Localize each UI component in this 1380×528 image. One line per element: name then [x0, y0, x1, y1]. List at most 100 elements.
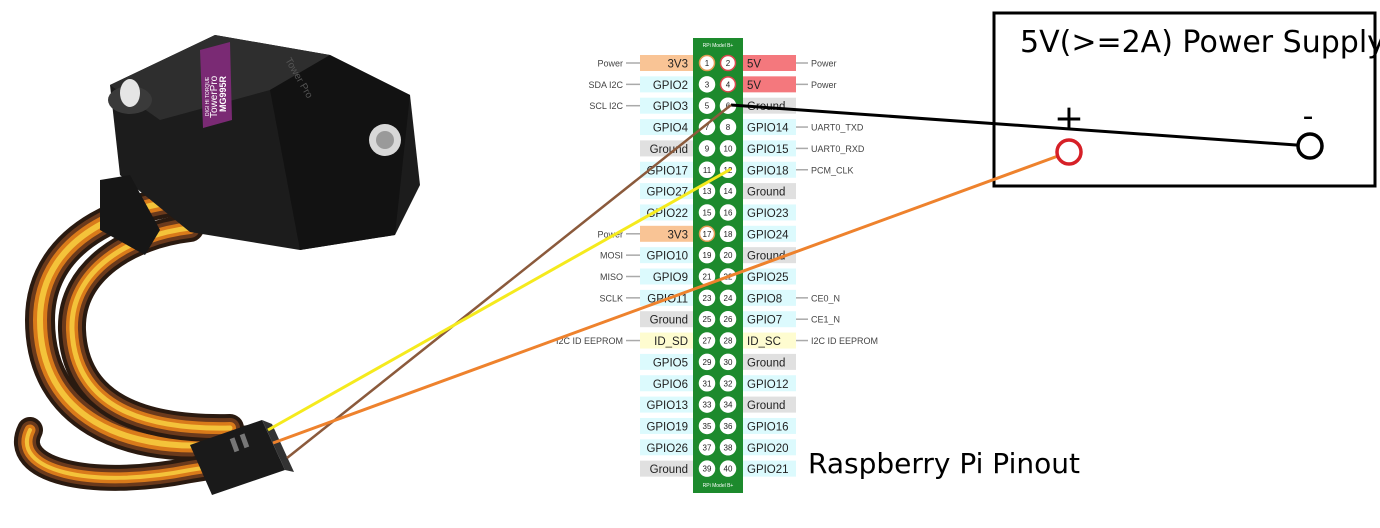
pin-label-right: GPIO25 — [747, 272, 789, 284]
pin-circle — [698, 310, 716, 328]
pin-circle — [719, 246, 737, 264]
pin-label-box-right — [743, 332, 796, 349]
pin-annotation-left: Power — [597, 229, 623, 239]
pin-label-box-right — [743, 396, 796, 413]
pin-label-box-left — [640, 247, 693, 264]
pin-number: 7 — [705, 123, 710, 132]
wires — [267, 103, 1311, 459]
pin-circle — [698, 332, 716, 349]
servo-motor: TowerPro MG995R DIGI HI TORQUE Tower Pro — [14, 35, 420, 495]
pin-circle — [698, 118, 716, 136]
pin-number: 26 — [724, 315, 733, 324]
pin-number: 31 — [703, 379, 712, 388]
pin-label-right: GPIO12 — [747, 379, 789, 391]
pin-circle — [698, 76, 716, 93]
pin-label-left: ID_SD — [654, 336, 688, 348]
pin-label-box-left — [640, 460, 693, 477]
pin-number: 20 — [724, 251, 733, 260]
pin-label-box-left — [640, 311, 693, 328]
pin-label-left: GPIO2 — [653, 80, 688, 92]
pin-number: 17 — [703, 230, 712, 239]
pin-number: 16 — [724, 208, 733, 217]
pin-circle — [719, 182, 737, 200]
psu-plus-terminal — [1055, 138, 1083, 166]
wire-servo-signal — [267, 167, 732, 432]
servo-model-label: MG995R — [218, 75, 228, 112]
pin-number: 15 — [703, 208, 712, 217]
pin-label-right: Ground — [747, 400, 785, 412]
pin-circle — [719, 417, 737, 435]
pin-annotation-left: Power — [597, 59, 623, 69]
pin-circle — [719, 118, 737, 136]
pin-label-left: GPIO17 — [646, 165, 688, 177]
pin-number: 8 — [726, 123, 731, 132]
pin-number: 1 — [705, 59, 710, 68]
pin-circle — [719, 289, 737, 307]
pin-circle — [698, 439, 716, 456]
pin-number: 35 — [703, 422, 712, 431]
pin-label-left: GPIO10 — [646, 251, 688, 263]
pin-circle — [698, 396, 716, 413]
pin-number: 33 — [703, 401, 712, 410]
servo-body: TowerPro MG995R DIGI HI TORQUE Tower Pro — [100, 35, 420, 255]
pin-label-box-right — [743, 140, 796, 157]
pin-label-left: GPIO6 — [653, 379, 688, 391]
pin-circle — [698, 54, 716, 72]
pin-number: 21 — [703, 273, 712, 282]
pin-annotation-left: SDA I2C — [588, 80, 623, 90]
pin-number: 3 — [705, 80, 710, 89]
pin-label-right: GPIO24 — [747, 229, 789, 241]
pin-annotation-right: CE0_N — [811, 293, 840, 303]
servo-connector — [190, 420, 294, 495]
pin-label-box-left — [640, 375, 693, 392]
pin-number: 39 — [703, 465, 712, 474]
servo-brand-label: TowerPro — [209, 75, 220, 118]
pin-label-right: GPIO7 — [747, 315, 782, 327]
pin-circle — [719, 140, 737, 157]
pin-number: 13 — [703, 187, 712, 196]
pin-annotation-right: PCM_CLK — [811, 165, 854, 175]
pin-label-box-right — [743, 119, 796, 136]
pin-circle — [698, 460, 716, 477]
pin-number: 11 — [703, 166, 712, 175]
pin-label-right: GPIO15 — [747, 144, 789, 156]
pin-circle — [719, 353, 737, 371]
pin-label-box-left — [640, 439, 693, 456]
pin-number: 9 — [705, 144, 710, 153]
pin-label-box-left — [640, 332, 693, 349]
pin-label-box-right — [743, 55, 796, 71]
pin-annotation-right: Power — [811, 80, 837, 90]
pinout-caption: Raspberry Pi Pinout — [808, 447, 1080, 480]
pin-label-right: GPIO14 — [747, 123, 789, 135]
pin-number: 28 — [724, 337, 733, 346]
pin-label-box-left — [640, 97, 693, 114]
pin-label-box-right — [743, 289, 796, 306]
wire-servo-power — [272, 150, 1070, 445]
pin-label-right: GPIO20 — [747, 443, 789, 455]
wire-servo-ground — [286, 104, 732, 459]
pin-label-box-left — [640, 183, 693, 200]
pin-number: 4 — [726, 80, 731, 89]
pin-label-box-left — [640, 225, 693, 242]
pin-circle — [698, 97, 716, 114]
pin-number: 14 — [724, 187, 733, 196]
pin-annotation-left: MISO — [600, 272, 623, 282]
power-supply-title: 5V(>=2A) Power Supply — [1020, 25, 1380, 60]
pin-circle — [719, 76, 737, 93]
board-footer-label: RPi Model B+ — [703, 483, 734, 489]
pin-annotation-left: I2C ID EEPROM — [556, 336, 623, 346]
pin-number: 34 — [724, 401, 733, 410]
pin-label-box-right — [743, 375, 796, 392]
pin-number: 32 — [724, 379, 733, 388]
